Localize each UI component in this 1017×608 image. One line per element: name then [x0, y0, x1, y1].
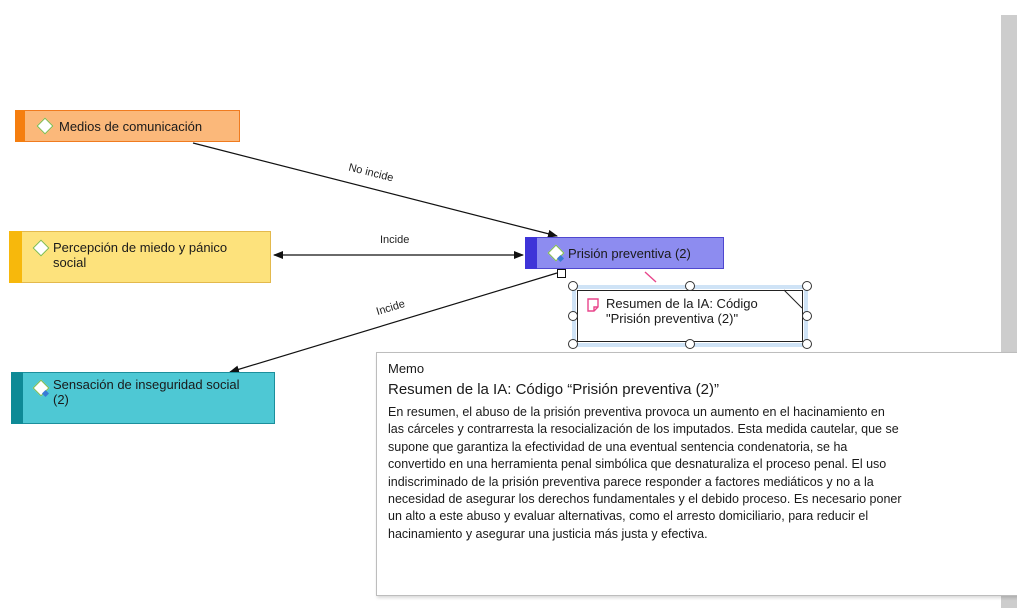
link-medios-prision[interactable]	[192, 142, 558, 238]
memo-node-label: Resumen de la IA: Código "Prisión preven…	[606, 296, 758, 326]
memo-dogear	[784, 289, 804, 309]
code-node-medios[interactable]: Medios de comunicación	[15, 110, 240, 142]
memo-badge-icon	[41, 389, 50, 398]
code-node-label: Percepción de miedo y pánico social	[53, 240, 227, 270]
tooltip-body-line: indiscriminado de la prisión preventiva …	[388, 474, 874, 489]
code-color-stripe	[9, 231, 22, 283]
link-label-incide-1: Incide	[380, 234, 410, 246]
code-node-percepcion[interactable]: Percepción de miedo y pánico social	[9, 231, 271, 283]
link-anchor-handle[interactable]	[557, 269, 566, 278]
code-node-label: Prisión preventiva (2)	[568, 246, 691, 261]
tooltip-type: Memo	[388, 361, 425, 376]
resize-handle-left[interactable]	[568, 311, 578, 321]
resize-handle-top-left[interactable]	[568, 281, 578, 291]
code-color-stripe	[525, 237, 537, 269]
link-prision-memo	[644, 271, 657, 283]
memo-node-label-line1: Resumen de la IA: Código	[606, 296, 758, 311]
memo-badge-icon	[556, 254, 565, 263]
memo-tooltip: Memo Resumen de la IA: Código “Prisión p…	[376, 352, 1017, 596]
code-node-label-line2: (2)	[53, 392, 69, 407]
code-color-stripe	[15, 110, 25, 142]
code-node-label-line1: Percepción de miedo y pánico	[53, 240, 228, 255]
code-node-label-line1: Sensación de inseguridad social	[53, 377, 240, 392]
resize-handle-right[interactable]	[802, 311, 812, 321]
resize-handle-bottom[interactable]	[685, 339, 695, 349]
code-node-sensacion[interactable]: Sensación de inseguridad social (2)	[11, 372, 275, 424]
memo-node[interactable]: Resumen de la IA: Código "Prisión preven…	[577, 290, 803, 342]
tooltip-body-line: un alto a este abuso y evaluar alternati…	[388, 509, 869, 524]
code-node-label: Medios de comunicación	[59, 119, 203, 134]
code-diamond-icon	[32, 239, 50, 257]
tooltip-body-line: supone que garantiza la efectividad de u…	[388, 439, 848, 454]
tooltip-title: Resumen de la IA: Código “Prisión preven…	[388, 381, 719, 398]
tooltip-body-line: En resumen, el abuso de la prisión preve…	[388, 405, 885, 419]
tooltip-body-line: convertido en una herramienta penal simb…	[388, 457, 887, 472]
tooltip-body-line: las cárceles y contrarresta la resociali…	[388, 422, 899, 437]
code-node-label-line2: social	[53, 255, 87, 270]
resize-handle-top-right[interactable]	[802, 281, 812, 291]
resize-handle-top[interactable]	[685, 281, 695, 291]
link-prision-sensacion[interactable]	[229, 272, 558, 374]
memo-icon	[587, 298, 599, 312]
resize-handle-bottom-right[interactable]	[802, 339, 812, 349]
tooltip-body-line: necesidad de asegurar los derechos funda…	[388, 492, 902, 507]
code-diamond-icon	[36, 117, 54, 135]
tooltip-body: En resumen, el abuso de la prisión preve…	[388, 404, 1017, 543]
code-node-label: Sensación de inseguridad social (2)	[53, 377, 239, 407]
tooltip-body-line: hacinamiento y asegurar una justicia más…	[388, 526, 708, 541]
code-node-prision[interactable]: Prisión preventiva (2)	[525, 237, 724, 269]
code-color-stripe	[11, 372, 23, 424]
memo-node-label-line2: "Prisión preventiva (2)"	[606, 311, 739, 326]
resize-handle-bottom-left[interactable]	[568, 339, 578, 349]
